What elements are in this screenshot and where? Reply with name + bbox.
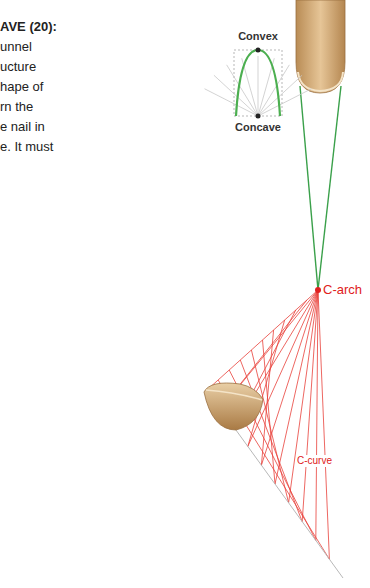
fan-lines — [205, 56, 312, 116]
construction-line — [263, 340, 276, 484]
body-text: e. It must — [0, 140, 53, 155]
body-text: ucture — [0, 60, 36, 75]
convex-dot — [256, 48, 261, 53]
c-curve-label: C-curve — [296, 455, 333, 467]
construction-line — [289, 290, 318, 503]
body-text: e nail in — [0, 120, 45, 135]
body-text: hape of — [0, 80, 43, 95]
body-text: unnel — [0, 40, 32, 55]
heading: AVE (20): — [0, 20, 57, 35]
fan-line — [258, 89, 311, 116]
c-arch-label: C-arch — [322, 283, 363, 298]
nail-edge — [206, 390, 262, 400]
convex-arc — [236, 50, 280, 116]
fan-line — [258, 56, 259, 116]
construction-line — [318, 290, 329, 559]
construction-line — [207, 290, 318, 390]
nail-side — [204, 383, 263, 430]
construction-line — [316, 290, 318, 540]
convex-label: Convex — [238, 30, 278, 43]
nail-front — [296, 0, 345, 93]
construction-line — [251, 350, 288, 503]
nail-tip — [298, 72, 343, 91]
taper-line — [318, 86, 341, 290]
construction-line — [302, 290, 318, 522]
concave-label: Concave — [235, 121, 281, 134]
taper-line — [300, 86, 318, 290]
c-arch-point — [315, 287, 321, 293]
construction-line — [240, 360, 302, 522]
icon-frame — [234, 50, 282, 116]
body-text: rn the — [0, 100, 33, 115]
concave-dot — [256, 114, 261, 119]
construction-line — [261, 290, 318, 465]
